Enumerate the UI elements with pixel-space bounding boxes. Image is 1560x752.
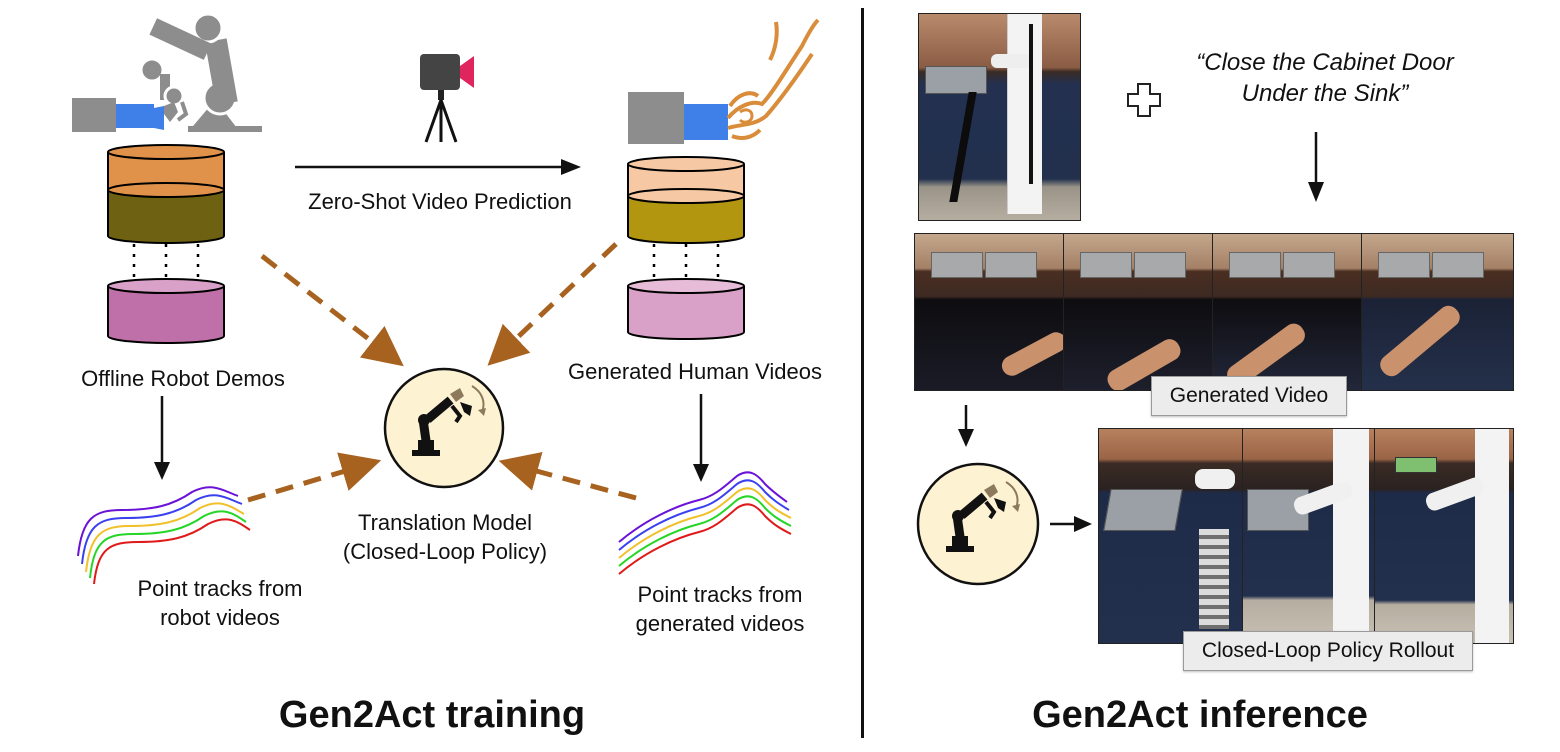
- rollout-strip: [1098, 428, 1514, 644]
- model-label-line1: Translation Model: [357, 510, 533, 535]
- dashed-arrows: [154, 242, 709, 503]
- rollout-frame-2: [1243, 429, 1375, 643]
- tracks-generated-line2: generated videos: [635, 611, 805, 636]
- generated-frame-1: [915, 234, 1064, 390]
- generated-point-tracks: [618, 471, 792, 575]
- tracks-robot-line2: robot videos: [160, 605, 280, 630]
- robot-policy-icon-shape: [412, 388, 472, 456]
- robot-data-stack: [107, 144, 225, 344]
- model-label-line2: (Closed-Loop Policy): [342, 539, 548, 564]
- generated-frame-3: [1213, 234, 1362, 390]
- training-title: Gen2Act training: [278, 694, 586, 736]
- video-prediction-label: Zero-Shot Video Prediction: [308, 189, 572, 214]
- human-hand-icon: [628, 18, 820, 144]
- generated-frame-2: [1064, 234, 1213, 390]
- human-videos-label: Generated Human Videos: [568, 359, 822, 384]
- instruction-arrow: [1308, 132, 1324, 202]
- prediction-arrow: [295, 159, 581, 175]
- instruction-line2: Under the Sink”: [1241, 80, 1409, 107]
- rollout-label: Closed-Loop Policy Rollout: [1183, 631, 1473, 671]
- robot-arm-icon: [72, 12, 262, 132]
- robot-policy-icon: [916, 462, 1040, 586]
- tracks-generated-line1: Point tracks from: [637, 582, 803, 607]
- initial-scene-image: [918, 13, 1081, 221]
- generated-frame-4: [1362, 234, 1513, 390]
- generated-video-strip: [914, 233, 1514, 391]
- instruction-line1: “Close the Cabinet Door: [1196, 49, 1454, 76]
- camera-icon: [420, 54, 474, 143]
- policy-to-rollout-arrow: [1050, 516, 1092, 532]
- robot-demos-label: Offline Robot Demos: [81, 366, 285, 391]
- rollout-frame-1: [1099, 429, 1243, 643]
- robot-point-tracks: [77, 486, 251, 585]
- human-data-stack: [627, 156, 745, 340]
- generated-video-label: Generated Video: [1151, 376, 1347, 416]
- video-to-policy-arrow: [958, 405, 974, 447]
- translation-model-icon: [383, 367, 505, 489]
- tracks-robot-line1: Point tracks from: [137, 576, 303, 601]
- plus-icon: [1127, 83, 1161, 117]
- section-divider: [861, 8, 864, 738]
- inference-title: Gen2Act inference: [1032, 694, 1368, 736]
- rollout-frame-3: [1375, 429, 1513, 643]
